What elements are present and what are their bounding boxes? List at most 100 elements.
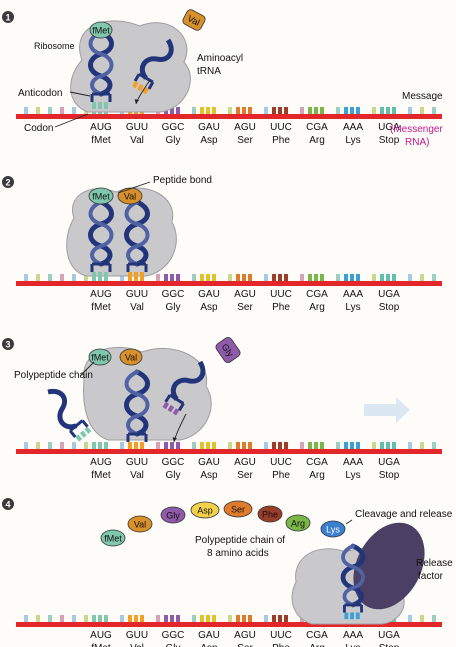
amino-acid-label: Val bbox=[124, 192, 136, 202]
anticodon-base bbox=[134, 272, 138, 279]
codon-base bbox=[164, 274, 168, 281]
codon-base bbox=[176, 442, 180, 449]
trna-backbone bbox=[124, 369, 150, 437]
amino-label: fMet bbox=[91, 470, 111, 481]
base bbox=[432, 107, 436, 114]
mrna-strand bbox=[16, 622, 442, 627]
panel-number-badge bbox=[2, 176, 14, 188]
amino-acid-shape bbox=[117, 187, 143, 205]
trna-arm bbox=[69, 419, 89, 438]
anticodon-base bbox=[140, 272, 144, 279]
codon-base bbox=[236, 274, 240, 281]
chain-ser: Ser bbox=[223, 500, 253, 518]
anticodon-base bbox=[132, 81, 139, 89]
codon-label: CGA bbox=[306, 289, 328, 300]
amino-label: Val bbox=[130, 302, 144, 313]
panel-number: 3 bbox=[5, 340, 10, 350]
codon-base bbox=[242, 107, 246, 114]
val-2: Val bbox=[117, 187, 143, 205]
codon-label: GGC bbox=[162, 122, 185, 133]
amino-acid-label: Ser bbox=[231, 505, 245, 515]
val-3: Val bbox=[119, 348, 143, 366]
codon-label: GUU bbox=[126, 122, 148, 133]
codon-base bbox=[248, 615, 252, 622]
codon-base bbox=[206, 274, 210, 281]
codon-base bbox=[320, 107, 324, 114]
codon-base bbox=[248, 442, 252, 449]
amino-label: Val bbox=[130, 470, 144, 481]
amino-label: Ser bbox=[237, 643, 253, 647]
codon-base bbox=[176, 615, 180, 622]
codon-base bbox=[206, 442, 210, 449]
base bbox=[420, 442, 424, 449]
amino-acid-shape bbox=[285, 514, 311, 532]
base bbox=[48, 615, 52, 622]
amino-acid-shape bbox=[100, 529, 126, 547]
codon-label: GGC bbox=[162, 630, 185, 641]
codon-base bbox=[176, 107, 180, 114]
amino-acid-label: Gly bbox=[166, 511, 180, 521]
base bbox=[264, 442, 268, 449]
trna-val-incoming bbox=[132, 38, 174, 95]
base bbox=[408, 274, 412, 281]
codon-label: UUC bbox=[270, 630, 292, 641]
codon-base bbox=[392, 274, 396, 281]
codon-base bbox=[206, 615, 210, 622]
panel-number: 1 bbox=[5, 13, 10, 23]
mrna-strand bbox=[16, 281, 442, 286]
label-messenger: (Messenger bbox=[390, 124, 443, 135]
amino-label: Gly bbox=[166, 643, 181, 647]
amino-acid-shape bbox=[88, 187, 114, 205]
trna-arm bbox=[90, 92, 112, 102]
codon-label: CGA bbox=[306, 122, 328, 133]
amino-label: Lys bbox=[345, 643, 360, 647]
label-trna: tRNA bbox=[197, 66, 221, 77]
codon-label: GAU bbox=[198, 457, 220, 468]
trna-backbone bbox=[139, 38, 174, 80]
base bbox=[228, 107, 232, 114]
base bbox=[372, 107, 376, 114]
base bbox=[156, 442, 160, 449]
codon-base bbox=[314, 442, 318, 449]
trna-backbone bbox=[88, 29, 114, 97]
codon-base bbox=[170, 442, 174, 449]
anticodon-base bbox=[140, 442, 144, 449]
anticodon-base bbox=[167, 405, 175, 413]
base bbox=[156, 274, 160, 281]
base bbox=[84, 274, 88, 281]
label-rna: RNA) bbox=[405, 137, 429, 148]
base bbox=[432, 274, 436, 281]
codon-base bbox=[272, 442, 276, 449]
anticodon-base bbox=[98, 102, 102, 109]
codon-base bbox=[92, 442, 96, 449]
base bbox=[60, 615, 64, 622]
base bbox=[408, 107, 412, 114]
leader-peptide-bond bbox=[117, 181, 151, 194]
amino-acid-shape bbox=[127, 515, 153, 533]
codon-base bbox=[272, 615, 276, 622]
label-polypeptide-chain: Polypeptide chain bbox=[14, 370, 93, 381]
amino-acid-shape bbox=[119, 348, 143, 366]
codon-base bbox=[314, 107, 318, 114]
codon-base bbox=[380, 107, 384, 114]
codon-base bbox=[200, 274, 204, 281]
label-factor: factor bbox=[418, 571, 444, 582]
base bbox=[36, 107, 40, 114]
anticodon-base bbox=[142, 87, 149, 95]
base bbox=[192, 274, 196, 281]
base bbox=[72, 274, 76, 281]
label-peptide-bond: Peptide bond bbox=[153, 175, 212, 186]
amino-label: Phe bbox=[272, 470, 290, 481]
gly-incoming: Gly bbox=[215, 336, 241, 364]
anticodon-base bbox=[162, 401, 170, 410]
anticodon-base bbox=[92, 272, 96, 279]
chain-asp: Asp bbox=[190, 501, 220, 519]
